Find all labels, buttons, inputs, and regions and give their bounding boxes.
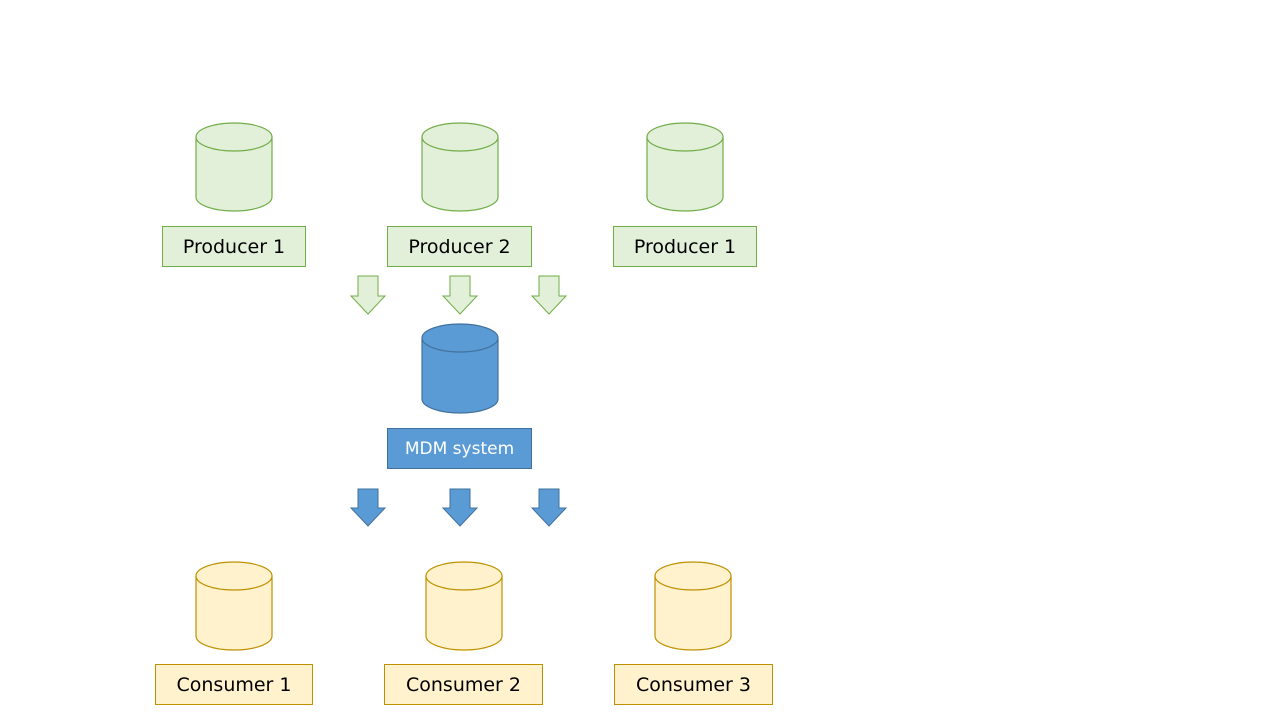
consumer-2-database-icon xyxy=(425,561,503,651)
consumer-2-text: Consumer 2 xyxy=(405,673,521,696)
inflow-arrow-3 xyxy=(530,275,568,315)
consumer-3-label: Consumer 3 xyxy=(614,664,773,705)
producer-2-database-icon xyxy=(421,122,499,212)
inflow-arrow-1 xyxy=(349,275,387,315)
producer-1-database-icon xyxy=(195,122,273,212)
inflow-arrow-2 xyxy=(441,275,479,315)
outflow-arrow-1 xyxy=(349,488,387,527)
consumer-1-label: Consumer 1 xyxy=(155,664,313,705)
producer-3-label: Producer 1 xyxy=(613,226,757,267)
producer-3-text: Producer 1 xyxy=(633,235,737,258)
mdm-system-text: MDM system xyxy=(404,438,515,459)
mdm-database-icon xyxy=(421,323,499,414)
producer-1-label: Producer 1 xyxy=(162,226,306,267)
producer-1-text: Producer 1 xyxy=(182,235,286,258)
consumer-2-label: Consumer 2 xyxy=(384,664,543,705)
producer-2-label: Producer 2 xyxy=(387,226,532,267)
consumer-3-database-icon xyxy=(654,561,732,651)
consumer-1-database-icon xyxy=(195,561,273,651)
outflow-arrow-3 xyxy=(530,488,568,527)
consumer-1-text: Consumer 1 xyxy=(176,673,292,696)
producer-3-database-icon xyxy=(646,122,724,212)
mdm-system-label: MDM system xyxy=(387,428,532,469)
producer-2-text: Producer 2 xyxy=(408,235,511,258)
outflow-arrow-2 xyxy=(441,488,479,527)
consumer-3-text: Consumer 3 xyxy=(635,673,751,696)
